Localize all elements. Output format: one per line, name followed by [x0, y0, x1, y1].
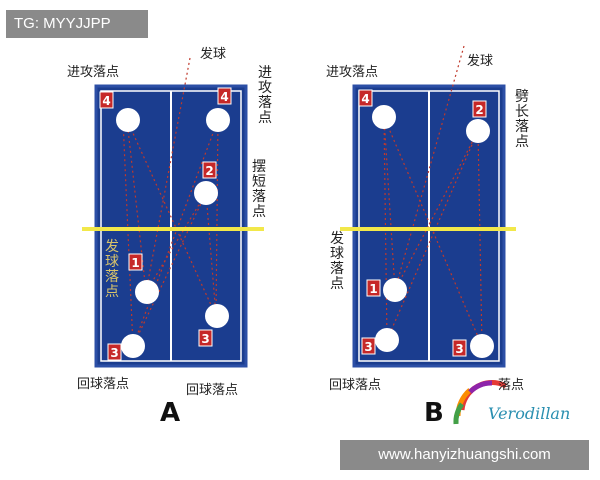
ball-a-4-right — [206, 108, 230, 132]
label-a-serve-point: 发球落点 — [105, 239, 119, 300]
ball-b-3-right — [470, 334, 494, 358]
svg-text:2: 2 — [205, 164, 213, 178]
marker-b-2: 2 — [472, 100, 487, 118]
marker-b-1: 1 — [366, 279, 381, 297]
marker-a-3-right: 3 — [198, 329, 213, 347]
ball-b-4 — [372, 105, 396, 129]
svg-text:2: 2 — [475, 103, 483, 117]
svg-text:1: 1 — [131, 256, 139, 270]
ball-b-3-left — [375, 328, 399, 352]
label-a-serve: 发球 — [200, 47, 227, 62]
ball-a-1 — [135, 280, 159, 304]
svg-text:4: 4 — [361, 92, 369, 106]
watermark-tag: TG: MYYJJPP — [6, 10, 148, 38]
trajectories-a — [122, 57, 219, 347]
marker-a-4-left: 4 — [99, 91, 114, 109]
label-b-serve: 发球 — [467, 54, 494, 69]
panel-b-letter: B — [424, 398, 444, 428]
brand-logo-icon — [453, 379, 508, 425]
svg-text:3: 3 — [364, 340, 372, 354]
label-a-return-left: 回球落点 — [77, 377, 130, 392]
ball-a-2 — [194, 181, 218, 205]
label-b-top-left: 进攻落点 — [326, 65, 379, 80]
label-b-return-right: 落点 — [498, 378, 525, 393]
ball-a-3-left — [121, 334, 145, 358]
label-a-right-attack: 进攻落点 — [258, 65, 272, 126]
table-a: 4 4 2 1 3 3 — [82, 57, 264, 368]
website-url: www.hanyizhuangshi.com — [340, 440, 589, 470]
label-b-serve-point: 发球落点 — [330, 231, 344, 292]
label-b-right-long: 劈长落点 — [515, 89, 529, 150]
marker-a-2: 2 — [202, 161, 217, 179]
label-a-right-short: 摆短落点 — [252, 159, 266, 220]
brand-name: Verodillan — [488, 404, 571, 423]
marker-b-3-left: 3 — [361, 337, 376, 355]
marker-b-3-right: 3 — [452, 339, 467, 357]
marker-a-1: 1 — [128, 253, 143, 271]
svg-text:4: 4 — [220, 90, 228, 104]
ball-a-4-left — [116, 108, 140, 132]
marker-b-4: 4 — [358, 89, 373, 107]
ball-a-3-right — [205, 304, 229, 328]
label-b-return-left: 回球落点 — [329, 378, 382, 393]
ball-b-1 — [383, 278, 407, 302]
svg-text:3: 3 — [110, 346, 118, 360]
svg-text:3: 3 — [455, 342, 463, 356]
label-a-top-left: 进攻落点 — [67, 65, 120, 80]
svg-text:4: 4 — [102, 94, 110, 108]
label-a-return-right: 回球落点 — [186, 383, 239, 398]
svg-text:3: 3 — [201, 332, 209, 346]
panel-a-letter: A — [160, 398, 181, 428]
table-b: 4 2 1 3 3 — [340, 45, 516, 368]
marker-a-4-right: 4 — [217, 87, 232, 105]
ball-b-2 — [466, 119, 490, 143]
svg-text:1: 1 — [369, 282, 377, 296]
marker-a-3-left: 3 — [107, 343, 122, 361]
